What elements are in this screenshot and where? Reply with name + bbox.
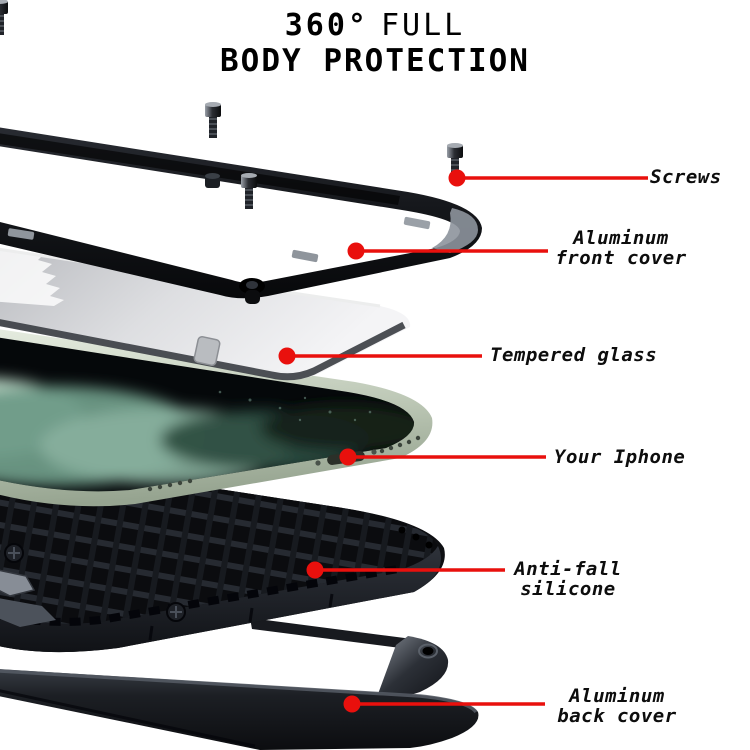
leader-lines [287,176,648,706]
screws-illustration [0,0,464,210]
leader-dot-front-cover [347,242,365,260]
title-full: FULL [381,8,466,43]
title-line1: 360° FULL [0,8,750,44]
leader-dots [278,169,466,713]
title-line2: BODY PROTECTION [220,43,530,79]
page-title: 360° FULL BODY PROTECTION [0,8,750,78]
leader-dot-iphone [339,448,357,466]
screw-icon [204,101,222,139]
screw-icon [240,172,258,210]
callout-label-front-cover-line1: Aluminum [573,227,669,249]
callout-label-back-cover-line1: Aluminum [569,685,665,707]
mount-bracket [0,569,36,597]
leader-dot-back-cover [343,695,361,713]
leader-dot-screws [448,169,466,187]
back-cover-illustration [0,618,479,750]
callout-label-back-cover-line2: back cover [557,704,677,727]
callout-label-screws: Screws [650,166,722,188]
callout-label-silicone-line1: Anti-fall [514,558,622,580]
title-360: 360° [284,8,369,43]
callout-label-tempered-glass: Tempered glass [490,344,658,366]
callout-label-front-cover-line2: front cover [555,246,687,269]
front-cover-illustration [0,127,482,304]
tempered-glass-illustration [0,247,411,381]
leader-dot-tempered-glass [278,347,296,365]
callout-label-silicone-line2: silicone [520,577,616,600]
leader-dot-silicone [306,561,324,579]
callout-label-iphone: Your Iphone [554,446,686,468]
